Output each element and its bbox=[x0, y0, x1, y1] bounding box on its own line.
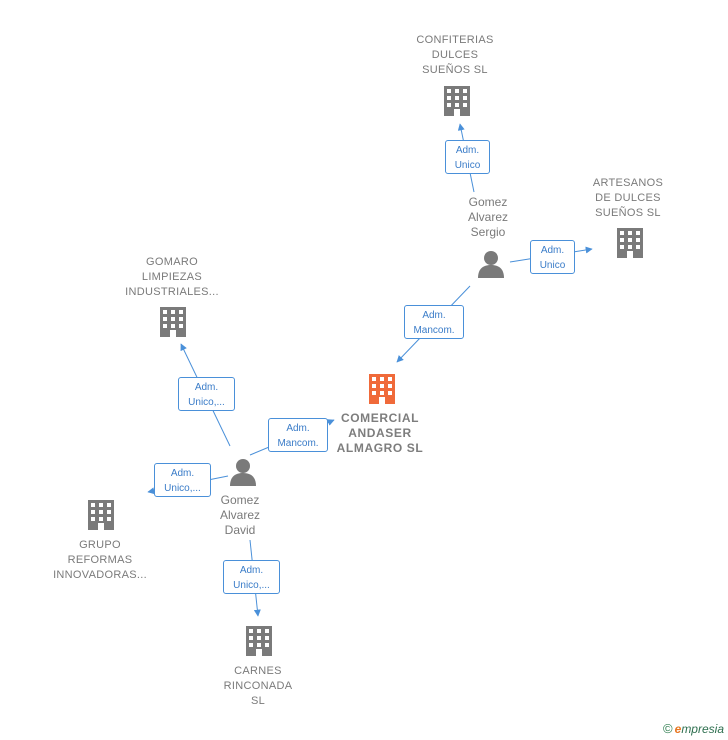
sergio-person-icon[interactable] bbox=[478, 251, 504, 278]
edge-label-david-carnes: Adm. Unico,... bbox=[223, 560, 280, 594]
edge-label-david-grupo: Adm. Unico,... bbox=[154, 463, 211, 497]
edge-label-sergio-center: Adm. Mancom. bbox=[404, 305, 464, 339]
edge-label-sergio-confiterias: Adm. Unico bbox=[445, 140, 490, 174]
center-company-label[interactable]: COMERCIAL ANDASER ALMAGRO SL bbox=[336, 411, 424, 455]
grupo-label[interactable]: GRUPO REFORMAS INNOVADORAS... bbox=[53, 539, 147, 581]
sergio-label[interactable]: Gomez Alvarez Sergio bbox=[467, 195, 508, 239]
confiterias-building-icon[interactable] bbox=[444, 86, 470, 116]
edge-label-david-gomaro: Adm. Unico,... bbox=[178, 377, 235, 411]
artesanos-label[interactable]: ARTESANOS DE DULCES SUEÑOS SL bbox=[592, 177, 664, 219]
david-person-icon[interactable] bbox=[230, 459, 256, 486]
confiterias-label[interactable]: CONFITERIAS DULCES SUEÑOS SL bbox=[416, 34, 494, 76]
copyright-icon: © bbox=[663, 721, 673, 736]
brand-logo-e: e bbox=[674, 722, 682, 736]
edge-label-david-center: Adm. Mancom. bbox=[268, 418, 328, 452]
artesanos-building-icon[interactable] bbox=[617, 228, 643, 258]
grupo-building-icon[interactable] bbox=[88, 500, 114, 530]
brand-logo-text: mpresia bbox=[681, 722, 724, 736]
center-company-building-icon[interactable] bbox=[369, 374, 395, 404]
david-label[interactable]: Gomez Alvarez David bbox=[219, 493, 260, 537]
empresia-credit[interactable]: ©empresia bbox=[663, 721, 724, 736]
carnes-building-icon[interactable] bbox=[246, 626, 272, 656]
gomaro-building-icon[interactable] bbox=[160, 307, 186, 337]
gomaro-label[interactable]: GOMARO LIMPIEZAS INDUSTRIALES... bbox=[125, 256, 219, 298]
carnes-label[interactable]: CARNES RINCONADA SL bbox=[223, 665, 293, 707]
edge-label-sergio-artesanos: Adm. Unico bbox=[530, 240, 575, 274]
